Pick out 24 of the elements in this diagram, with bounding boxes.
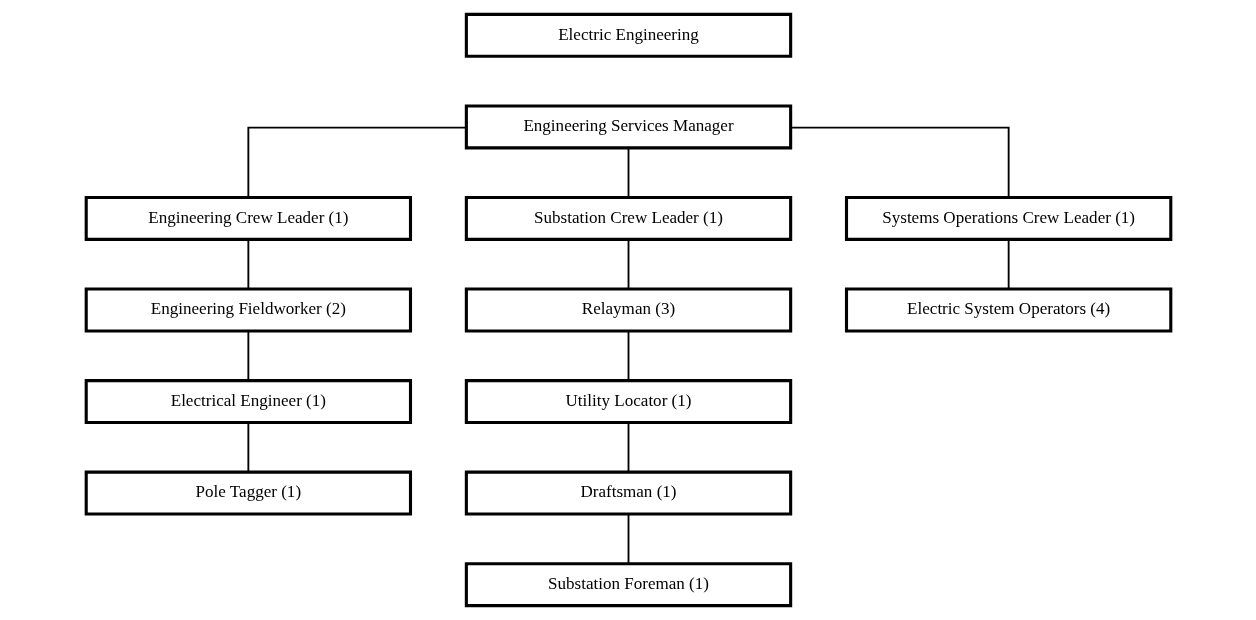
connector [246, 421, 249, 473]
node-box: Systems Operations Crew Leader (1) [844, 195, 1172, 241]
connector [246, 126, 467, 199]
node-box: Engineering Fieldworker (2) [84, 287, 412, 333]
connector [627, 238, 629, 290]
node-box: Substation Foreman (1) [464, 562, 792, 608]
node-box: Draftsman (1) [464, 470, 792, 516]
node-box: Pole Tagger (1) [84, 470, 412, 516]
connector [627, 421, 629, 473]
connector [789, 126, 1010, 199]
connector [1007, 238, 1010, 290]
node-box: Engineering Services Manager [464, 104, 792, 150]
connector [246, 238, 249, 290]
node-box: Substation Crew Leader (1) [464, 195, 792, 241]
node-box: Electric System Operators (4) [844, 287, 1172, 333]
node-box: Electrical Engineer (1) [84, 379, 412, 425]
connector [246, 330, 249, 382]
node-box: Utility Locator (1) [464, 379, 792, 425]
connector [627, 330, 629, 382]
connector [627, 147, 629, 199]
connector [627, 513, 629, 565]
node-box: Electric Engineering [464, 12, 792, 58]
node-box: Engineering Crew Leader (1) [84, 195, 412, 241]
node-box: Relayman (3) [464, 287, 792, 333]
